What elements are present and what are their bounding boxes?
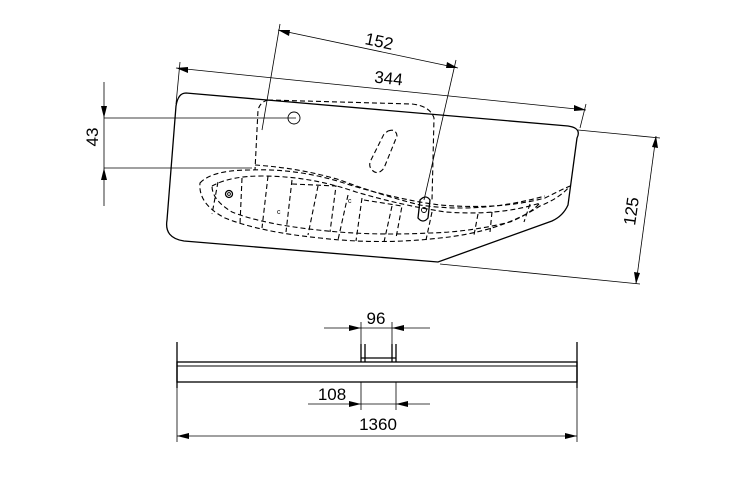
dim-152: 152 [261,23,459,201]
fin-inner [211,175,542,235]
dim-125: 125 [439,129,661,285]
rail [176,361,578,383]
side-view [176,342,578,388]
top-view: c c [165,92,579,263]
fin-ribs [211,175,531,243]
fin-spine [254,164,546,209]
dim-96-label: 96 [367,309,386,328]
inner-tab [254,99,435,201]
clip [417,196,431,222]
dim-125-label: 125 [620,196,643,227]
dim-344-label: 344 [373,68,403,90]
mark-c1: c [277,209,281,216]
slot [369,129,398,174]
mark-c2: c [348,198,352,205]
dim-96: 96 [324,309,430,344]
fin-pin-inner [227,192,231,196]
dim-1360: 1360 [176,388,578,442]
clip-hole [421,207,427,213]
fin-body [199,169,571,243]
dim-108-label: 108 [318,385,346,404]
bracket [360,344,397,362]
dim-43-label: 43 [83,128,102,147]
dim-152-label: 152 [363,29,395,53]
fin-pin [224,189,234,199]
plate-outline [165,92,579,263]
dim-344: 344 [175,61,587,129]
dim-108: 108 [308,382,430,410]
dim-1360-label: 1360 [359,415,397,434]
dim-43: 43 [83,82,296,206]
